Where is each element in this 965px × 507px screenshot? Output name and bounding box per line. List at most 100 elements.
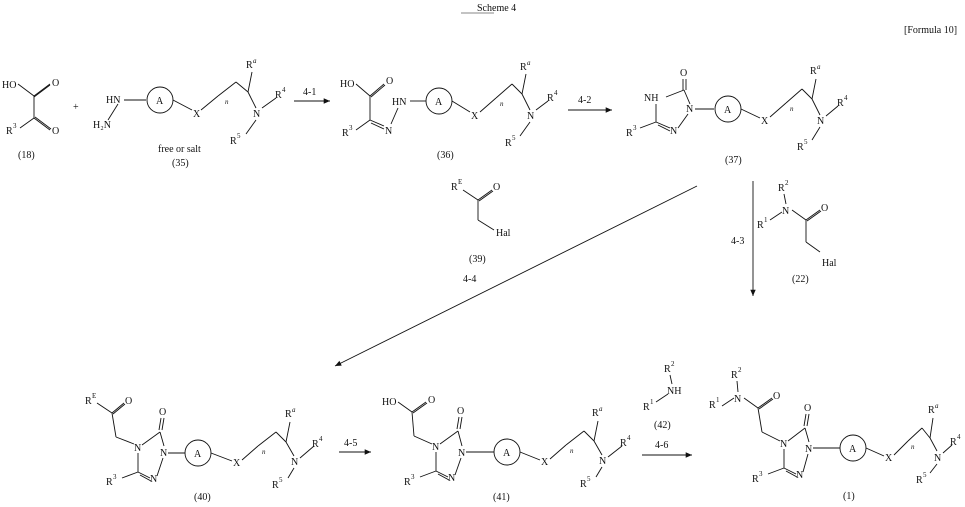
svg-text:N: N: [934, 453, 941, 464]
step-4-3: 4-3: [731, 236, 744, 247]
svg-text:O: O: [52, 126, 59, 137]
svg-text:N: N: [796, 470, 803, 481]
svg-text:a: a: [253, 57, 257, 65]
svg-text:O: O: [386, 76, 393, 87]
svg-text:HO: HO: [340, 79, 354, 90]
svg-text:A: A: [724, 105, 732, 116]
svg-text:N: N: [780, 439, 787, 450]
svg-text:R: R: [626, 128, 633, 139]
svg-text:HN: HN: [392, 97, 406, 108]
svg-text:3: 3: [349, 124, 353, 132]
svg-text:R: R: [275, 90, 282, 101]
svg-text:R: R: [246, 60, 253, 71]
svg-text:5: 5: [587, 475, 591, 483]
svg-text:N: N: [817, 116, 824, 127]
svg-text:O: O: [773, 391, 780, 402]
svg-text:n: n: [500, 100, 504, 108]
svg-text:N: N: [458, 448, 465, 459]
svg-text:R: R: [752, 474, 759, 485]
svg-text:n: n: [262, 448, 266, 456]
svg-text:a: a: [817, 63, 821, 71]
svg-text:O: O: [680, 68, 687, 79]
svg-text:X: X: [541, 457, 549, 468]
svg-text:a: a: [599, 405, 603, 413]
compound-22-label: (22): [792, 274, 809, 285]
svg-text:R: R: [731, 370, 738, 381]
svg-text:NH: NH: [667, 386, 681, 397]
compound-37-label: (37): [725, 155, 742, 166]
svg-text:3: 3: [759, 470, 763, 478]
svg-text:A: A: [503, 448, 511, 459]
svg-text:R: R: [928, 405, 935, 416]
svg-text:R: R: [810, 66, 817, 77]
svg-text:a: a: [935, 402, 939, 410]
svg-text:N: N: [253, 109, 260, 120]
svg-text:Hal: Hal: [822, 258, 837, 269]
svg-text:a: a: [292, 406, 296, 414]
svg-text:1: 1: [716, 396, 720, 404]
svg-text:5: 5: [804, 138, 808, 146]
compound-18-label: (18): [18, 150, 35, 161]
svg-text:NH: NH: [644, 93, 658, 104]
svg-text:1: 1: [650, 398, 654, 406]
svg-text:N: N: [385, 126, 392, 137]
svg-text:5: 5: [279, 476, 283, 484]
svg-text:N: N: [448, 473, 455, 484]
svg-text:O: O: [428, 395, 435, 406]
svg-text:A: A: [194, 449, 202, 460]
svg-text:E: E: [92, 392, 96, 400]
svg-text:3: 3: [13, 122, 17, 130]
step-4-4: 4-4: [463, 274, 476, 285]
svg-text:4: 4: [282, 86, 286, 94]
svg-text:N: N: [670, 126, 677, 137]
svg-text:N: N: [782, 206, 789, 217]
svg-text:R: R: [272, 480, 279, 491]
svg-text:N: N: [134, 443, 141, 454]
plus-sign: +: [73, 102, 79, 113]
svg-text:2: 2: [671, 360, 675, 368]
svg-text:X: X: [471, 111, 479, 122]
svg-text:R: R: [285, 409, 292, 420]
svg-text:O: O: [493, 182, 500, 193]
svg-text:X: X: [761, 116, 769, 127]
svg-text:R: R: [106, 477, 113, 488]
svg-text:HO: HO: [2, 80, 16, 91]
svg-text:R: R: [709, 400, 716, 411]
svg-text:N: N: [291, 457, 298, 468]
svg-text:O: O: [159, 407, 166, 418]
svg-text:R: R: [916, 475, 923, 486]
svg-text:R: R: [342, 128, 349, 139]
svg-text:R: R: [85, 396, 92, 407]
svg-text:R: R: [757, 220, 764, 231]
compound-1-label: (1): [843, 491, 855, 502]
svg-text:4: 4: [627, 434, 631, 442]
svg-text:3: 3: [411, 473, 415, 481]
svg-text:A: A: [849, 444, 857, 455]
free-or-salt: free or salt: [158, 144, 201, 155]
compound-41-label: (41): [493, 492, 510, 503]
svg-text:R: R: [404, 477, 411, 488]
svg-text:n: n: [570, 447, 574, 455]
svg-text:A: A: [435, 97, 443, 108]
svg-text:5: 5: [237, 132, 241, 140]
compound-39-label: (39): [469, 254, 486, 265]
ring-a-label: A: [156, 96, 164, 107]
svg-text:O: O: [52, 78, 59, 89]
svg-text:R: R: [451, 182, 458, 193]
svg-text:N: N: [686, 104, 693, 115]
svg-text:4: 4: [844, 94, 848, 102]
svg-text:R: R: [664, 364, 671, 375]
svg-text:N: N: [432, 442, 439, 453]
svg-text:N: N: [734, 394, 741, 405]
arrow-4-4: [334, 185, 698, 367]
svg-text:4: 4: [554, 89, 558, 97]
svg-text:3: 3: [633, 124, 637, 132]
svg-text:R: R: [230, 136, 237, 147]
svg-text:R: R: [505, 138, 512, 149]
